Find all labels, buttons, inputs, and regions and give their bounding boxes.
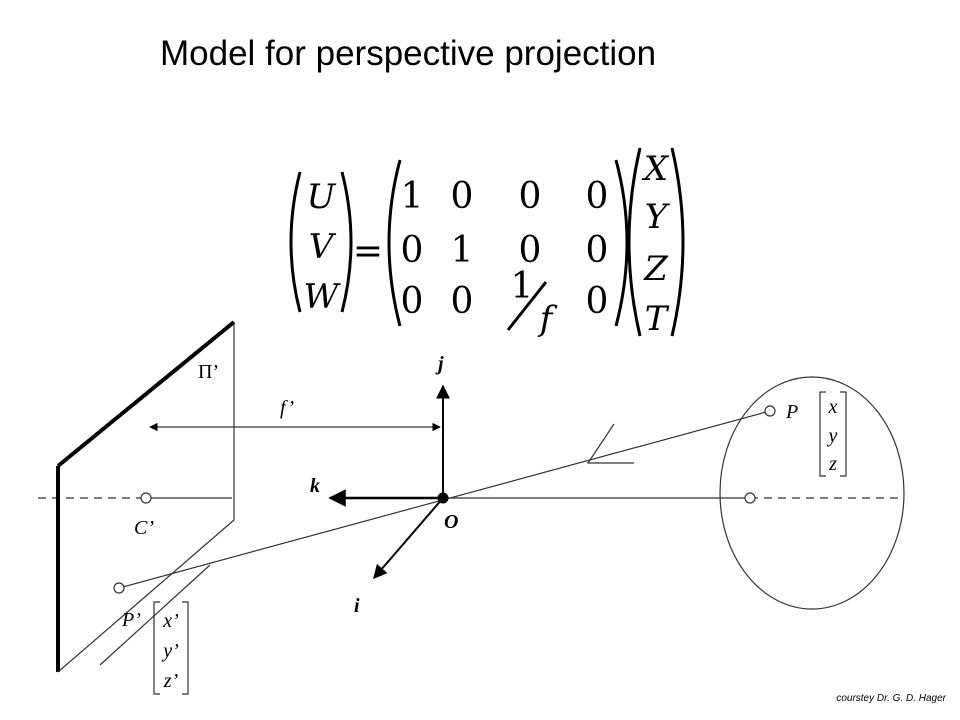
scene-vector-left-bracket bbox=[819, 391, 826, 477]
image-plane-bottom-edge bbox=[57, 519, 235, 673]
scene-vector-right-bracket bbox=[840, 391, 847, 477]
rhs-entry: X bbox=[641, 149, 670, 189]
proj-label-leader bbox=[99, 564, 211, 666]
proj-vector-left-bracket bbox=[153, 601, 160, 695]
matrix-entry: 0 bbox=[586, 281, 609, 322]
scene-coord: x bbox=[828, 396, 838, 418]
object-axis-point bbox=[744, 492, 756, 504]
equals-sign: = bbox=[353, 231, 383, 272]
lhs-entry: U bbox=[307, 177, 337, 217]
ray-direction-arrow bbox=[586, 423, 634, 464]
projected-point-label: P’ bbox=[121, 609, 141, 631]
matrix-entry: 0 bbox=[401, 230, 424, 271]
matrix-right-paren bbox=[614, 159, 629, 327]
axis-j-label: j bbox=[435, 353, 444, 375]
plane-label: Π’ bbox=[198, 361, 219, 383]
matrix-entry: 1 bbox=[401, 176, 424, 217]
lhs-entry: W bbox=[304, 277, 342, 317]
rhs-entry: Z bbox=[643, 249, 669, 289]
scene-point bbox=[764, 405, 776, 417]
scene-point-label: P bbox=[785, 401, 798, 423]
image-plane-top-edge bbox=[56, 320, 236, 468]
lhs-right-paren bbox=[340, 171, 353, 313]
lhs-entry: V bbox=[309, 227, 337, 267]
fraction-numerator: 1 bbox=[511, 266, 534, 307]
matrix-left-paren bbox=[387, 159, 402, 327]
axis-i-arrow bbox=[373, 497, 444, 580]
proj-coord: z’ bbox=[163, 670, 179, 692]
lhs-left-paren bbox=[289, 171, 302, 313]
matrix-entry: 0 bbox=[451, 176, 474, 217]
proj-coord: y’ bbox=[161, 640, 179, 662]
origin-point bbox=[437, 492, 449, 504]
rhs-entry: T bbox=[645, 299, 670, 339]
slide-title: Model for perspective projection bbox=[160, 34, 657, 73]
rhs-left-paren bbox=[627, 147, 642, 337]
rhs-right-paren bbox=[670, 147, 685, 337]
rhs-entry: Y bbox=[645, 197, 671, 237]
proj-coord: x’ bbox=[162, 610, 179, 632]
matrix-entry: 0 bbox=[586, 230, 609, 271]
matrix-entry: 0 bbox=[586, 176, 609, 217]
focal-length-label: f’ bbox=[280, 397, 294, 419]
matrix-entry: 0 bbox=[451, 281, 474, 322]
fraction-denominator: f bbox=[537, 299, 558, 339]
origin-label: O bbox=[444, 511, 458, 533]
object-region-ellipse bbox=[719, 376, 905, 610]
matrix-entry: 0 bbox=[401, 281, 424, 322]
optical-center-label: C’ bbox=[134, 517, 154, 539]
projection-equation: U V W = 1 0 0 0 0 1 0 0 0 0 0 1 f X Y Z … bbox=[289, 147, 685, 339]
scene-coord: y bbox=[827, 425, 838, 447]
scene-coord: z bbox=[828, 453, 837, 475]
proj-vector-right-bracket bbox=[182, 601, 189, 695]
optical-center-point bbox=[140, 492, 152, 504]
credit-text: courstey Dr. G. D. Hager bbox=[836, 693, 946, 704]
matrix-entry: 0 bbox=[519, 176, 542, 217]
matrix-entry: 0 bbox=[519, 230, 542, 271]
axis-i-label: i bbox=[354, 595, 360, 617]
fraction-slash bbox=[506, 281, 548, 331]
axis-k-label: k bbox=[310, 475, 320, 497]
projected-point bbox=[113, 582, 125, 594]
matrix-entry: 1 bbox=[451, 230, 474, 271]
